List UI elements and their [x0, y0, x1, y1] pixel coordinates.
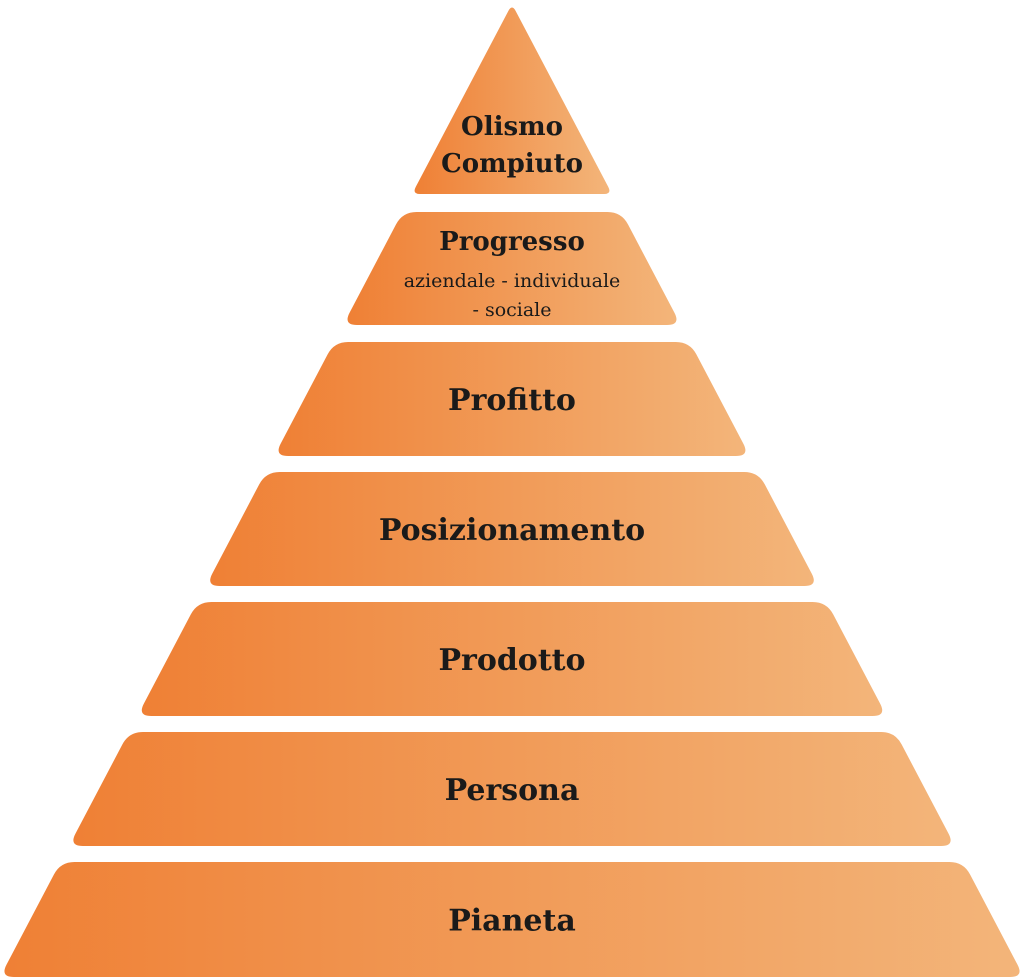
pyramid-band: [141, 602, 883, 716]
pyramid-level-persona: Persona: [73, 732, 951, 846]
pyramid-level-pianeta: Pianeta: [4, 862, 1020, 977]
pyramid-band: [210, 472, 814, 586]
pyramid-level-posizionamento: Posizionamento: [210, 472, 814, 586]
level-sublabel: aziendale - individuale: [404, 270, 621, 292]
pyramid-level-progresso: Progresso aziendale - individuale - social…: [347, 212, 677, 325]
level-label: Progresso: [439, 227, 585, 257]
pyramid-band: [73, 732, 951, 846]
level-label: Prodotto: [438, 643, 585, 678]
level-sublabel: - sociale: [472, 299, 551, 321]
level-label: Posizionamento: [379, 513, 645, 548]
level-label: Olismo: [461, 112, 563, 142]
pyramid-band: [4, 862, 1020, 977]
level-label: Pianeta: [448, 904, 576, 939]
level-label: Compiuto: [441, 149, 583, 179]
pyramid-band: [347, 212, 677, 325]
pyramid-level-profitto: Profitto: [278, 342, 746, 456]
level-label: Profitto: [448, 383, 576, 418]
pyramid-level-prodotto: Prodotto: [141, 602, 883, 716]
pyramid-band: [414, 7, 610, 195]
level-label: Persona: [445, 773, 580, 808]
pyramid-band: [278, 342, 746, 456]
